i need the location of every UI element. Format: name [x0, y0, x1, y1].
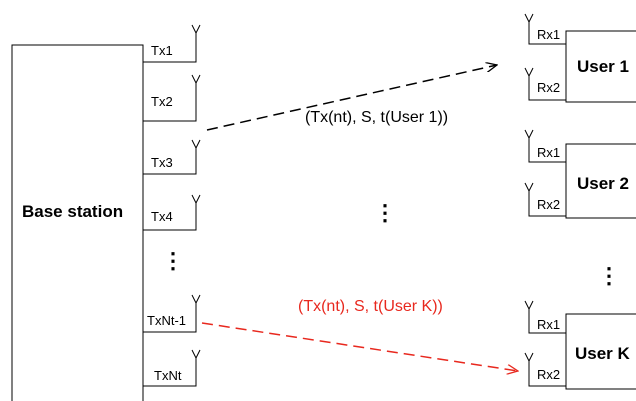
base-station-label: Base station [22, 202, 123, 221]
tx-port-label: Tx1 [151, 43, 173, 58]
antenna-icon [191, 294, 201, 305]
antenna-icon [524, 300, 534, 311]
tx-port-label: Tx2 [151, 94, 173, 109]
antenna-icon [524, 13, 534, 24]
tx-port-label: Tx4 [151, 209, 173, 224]
tx-port-2: Tx2 [143, 74, 201, 122]
antenna-icon [524, 352, 534, 363]
tx-port-3: Tx3 [143, 139, 201, 175]
tx-port-label: TxNt-1 [147, 313, 186, 328]
antenna-icon [191, 24, 201, 35]
rx-port-label: Rx2 [537, 367, 560, 382]
user-1: User 1 Rx1 Rx2 [524, 13, 636, 103]
rx-port-label: Rx1 [537, 145, 560, 160]
rx-port-label: Rx2 [537, 197, 560, 212]
base-station: Base station [11, 44, 144, 401]
antenna-icon [191, 194, 201, 205]
tx-port-label: TxNt [154, 368, 182, 383]
ellipsis-vertical-tx: ⋮ [162, 248, 184, 273]
tx-port-label: Tx3 [151, 155, 173, 170]
tx-port-nt: TxNt [143, 349, 201, 387]
link-user-k: (Tx(nt), S, t(User K)) [201, 298, 518, 371]
link-label: (Tx(nt), S, t(User 1)) [305, 109, 448, 126]
antenna-icon [524, 129, 534, 140]
tx-port-4: Tx4 [143, 194, 201, 231]
rx-port-label: Rx2 [537, 80, 560, 95]
ellipsis-vertical-middle: ⋮ [374, 200, 396, 225]
user-label: User 2 [577, 174, 629, 193]
tx-port-nt-minus-1: TxNt-1 [143, 294, 201, 333]
link-label: (Tx(nt), S, t(User K)) [298, 298, 443, 315]
ellipsis-vertical-users: ⋮ [598, 263, 620, 288]
user-k: User K Rx1 Rx2 [524, 300, 636, 390]
antenna-icon [191, 74, 201, 85]
tx-port-1: Tx1 [143, 24, 201, 63]
user-2: User 2 Rx1 Rx2 [524, 129, 636, 219]
antenna-icon [524, 182, 534, 193]
rx-port-label: Rx1 [537, 27, 560, 42]
user-label: User 1 [577, 57, 629, 76]
antenna-icon [524, 67, 534, 78]
link-user-1: (Tx(nt), S, t(User 1)) [206, 65, 497, 131]
rx-port-label: Rx1 [537, 317, 560, 332]
antenna-icon [191, 139, 201, 150]
antenna-icon [191, 349, 201, 360]
user-label: User K [575, 344, 631, 363]
